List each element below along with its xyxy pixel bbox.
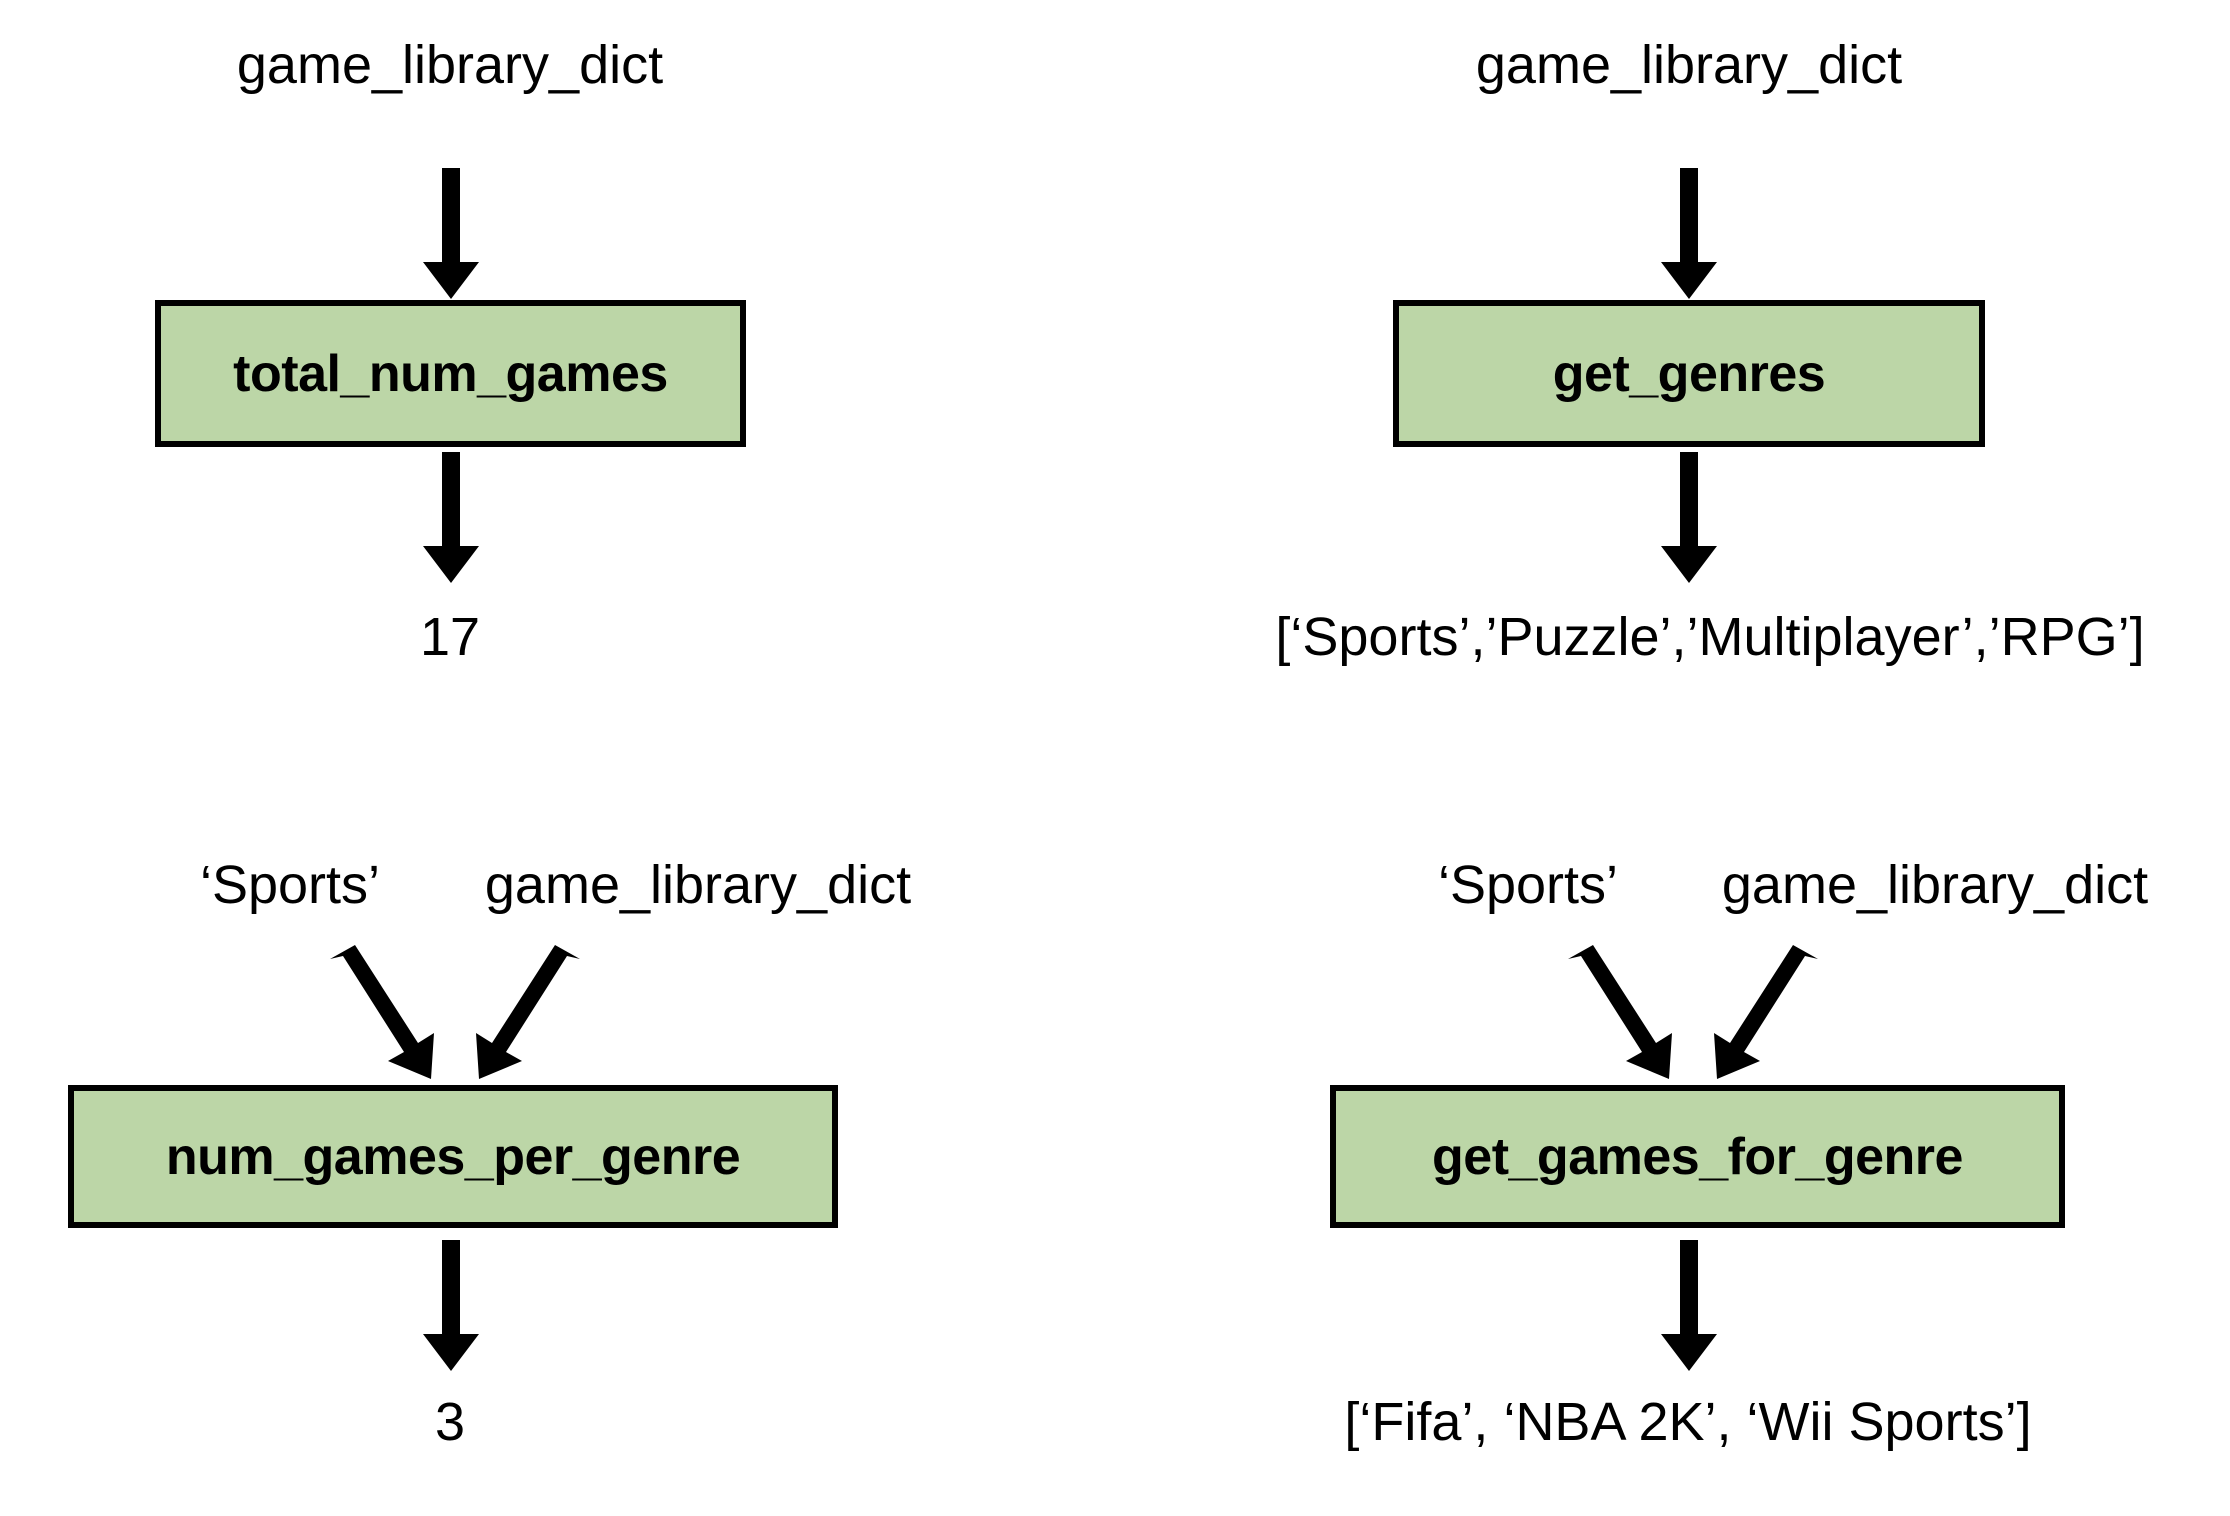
function-label-total-num-games: total_num_games	[233, 344, 668, 403]
arrow-input-left-num-games-per-genre	[330, 945, 434, 1079]
function-box-total-num-games[interactable]: total_num_games	[155, 300, 746, 447]
arrow-output-get-games-for-genre	[1661, 1240, 1717, 1371]
function-label-num-games-per-genre: num_games_per_genre	[165, 1127, 741, 1186]
function-label-get-games-for-genre: get_games_for_genre	[1432, 1127, 1963, 1186]
arrow-input-total-num-games	[423, 168, 479, 299]
output-label-total-num-games: 17	[419, 607, 481, 667]
arrow-input-get-genres	[1661, 168, 1717, 299]
input-label-num-games-per-genre-dict: game_library_dict	[484, 855, 912, 915]
function-label-get-genres: get_genres	[1552, 344, 1826, 403]
arrow-input-left-get-games-for-genre	[1568, 945, 1672, 1079]
output-label-num-games-per-genre: 3	[434, 1392, 466, 1452]
input-label-get-genres-dict: game_library_dict	[1475, 35, 1903, 95]
input-label-get-games-for-genre-dict: game_library_dict	[1721, 855, 2149, 915]
input-label-num-games-per-genre-genre: ‘Sports’	[199, 855, 381, 915]
function-box-get-genres[interactable]: get_genres	[1393, 300, 1985, 447]
arrow-output-get-genres	[1661, 452, 1717, 583]
arrow-output-num-games-per-genre	[423, 1240, 479, 1371]
input-label-get-games-for-genre-genre: ‘Sports’	[1437, 855, 1619, 915]
arrow-input-right-num-games-per-genre	[476, 945, 580, 1079]
arrow-input-right-get-games-for-genre	[1714, 945, 1818, 1079]
output-label-get-genres: [‘Sports’,’Puzzle’,’Multiplayer’,’RPG’]	[1275, 607, 2145, 667]
output-label-get-games-for-genre: [‘Fifa’, ‘NBA 2K’, ‘Wii Sports’]	[1344, 1392, 2032, 1452]
arrow-output-total-num-games	[423, 452, 479, 583]
input-label-total-num-games-dict: game_library_dict	[236, 35, 664, 95]
function-box-num-games-per-genre[interactable]: num_games_per_genre	[68, 1085, 838, 1228]
function-box-get-games-for-genre[interactable]: get_games_for_genre	[1330, 1085, 2065, 1228]
